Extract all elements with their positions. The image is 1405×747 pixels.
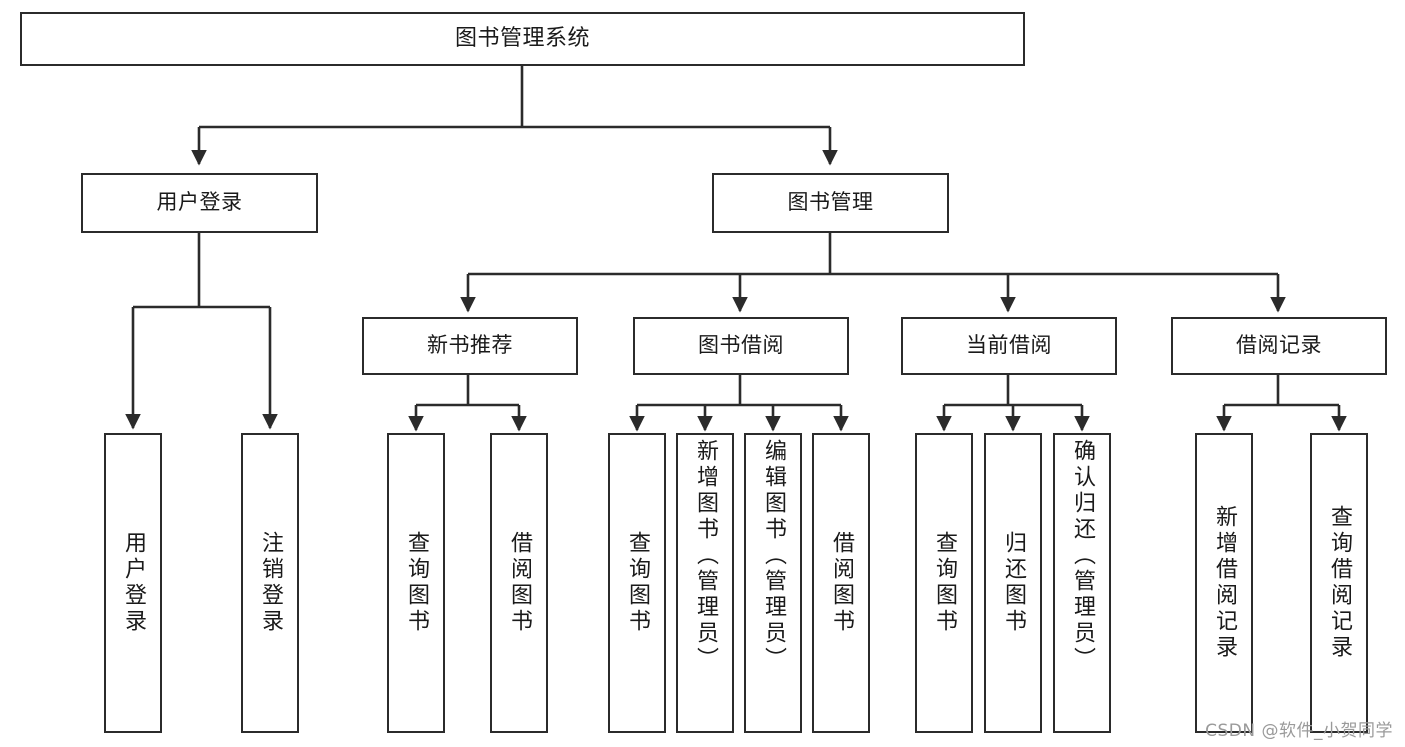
node-label: 用户登录	[121, 531, 146, 635]
csdn-watermark: CSDN @软件_小贺同学	[1205, 721, 1393, 741]
node-leaf-user-login[interactable]: 用户登录	[104, 433, 162, 733]
node-label: 借阅图书	[507, 531, 532, 635]
node-user-login[interactable]: 用户登录	[81, 173, 318, 233]
node-label: 借阅图书	[829, 531, 854, 635]
node-leaf-add-borrow-record[interactable]: 新增借阅记录	[1195, 433, 1253, 733]
node-label: 归还图书	[1001, 531, 1026, 635]
node-leaf-edit-book[interactable]: 编辑图书（管理员）	[744, 433, 802, 733]
node-label: 编辑图书（管理员）	[761, 439, 786, 673]
node-leaf-query-book-current[interactable]: 查询图书	[915, 433, 973, 733]
node-label: 查询图书	[932, 531, 957, 635]
node-label: 查询图书	[404, 531, 429, 635]
node-leaf-query-book-recommend[interactable]: 查询图书	[387, 433, 445, 733]
node-leaf-logout[interactable]: 注销登录	[241, 433, 299, 733]
node-label: 新书推荐	[427, 333, 513, 358]
node-root-system[interactable]: 图书管理系统	[20, 12, 1025, 66]
node-leaf-query-borrow-record[interactable]: 查询借阅记录	[1310, 433, 1368, 733]
node-new-book-recommend[interactable]: 新书推荐	[362, 317, 578, 375]
node-label: 查询借阅记录	[1327, 505, 1352, 661]
node-leaf-borrow-book[interactable]: 借阅图书	[812, 433, 870, 733]
node-label: 借阅记录	[1236, 333, 1322, 358]
node-current-borrow[interactable]: 当前借阅	[901, 317, 1117, 375]
node-label: 注销登录	[258, 531, 283, 635]
node-leaf-return-book[interactable]: 归还图书	[984, 433, 1042, 733]
node-label: 图书管理	[787, 190, 874, 215]
node-leaf-borrow-book-recommend[interactable]: 借阅图书	[490, 433, 548, 733]
node-label: 当前借阅	[966, 333, 1052, 358]
node-leaf-query-book-borrow[interactable]: 查询图书	[608, 433, 666, 733]
node-leaf-confirm-return[interactable]: 确认归还（管理员）	[1053, 433, 1111, 733]
node-label: 新增图书（管理员）	[693, 439, 718, 673]
node-leaf-add-book[interactable]: 新增图书（管理员）	[676, 433, 734, 733]
node-label: 新增借阅记录	[1212, 505, 1237, 661]
node-label: 图书管理系统	[454, 25, 590, 51]
node-book-borrow[interactable]: 图书借阅	[633, 317, 849, 375]
node-label: 图书借阅	[698, 333, 784, 358]
node-borrow-record[interactable]: 借阅记录	[1171, 317, 1387, 375]
node-label: 确认归还（管理员）	[1070, 439, 1095, 673]
node-book-manage[interactable]: 图书管理	[712, 173, 949, 233]
node-label: 查询图书	[625, 531, 650, 635]
node-label: 用户登录	[156, 190, 243, 215]
